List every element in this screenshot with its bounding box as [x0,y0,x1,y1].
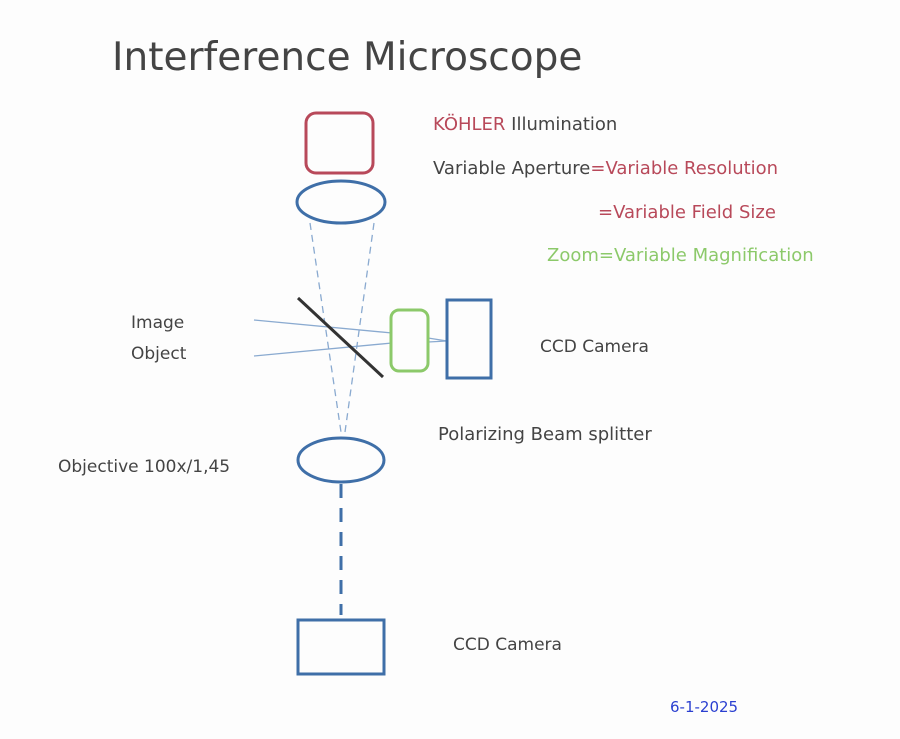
beam-splitter [296,296,385,379]
aperture-text: Variable Aperture [433,158,590,179]
resolution-text: =Variable Resolution [590,158,778,179]
illumination-text: Illumination [505,114,617,135]
image-ray [253,319,393,334]
bottom-ccd-camera-box [296,618,386,676]
kohler-text: KÖHLER [433,113,505,135]
side-ccd-camera-label: CCD Camera [540,337,649,357]
page-title: Interference Microscope [112,35,582,80]
zoom-label: Zoom=Variable Magnification [547,245,814,266]
condenser-lens [295,179,387,225]
zoom-lens-box [389,308,430,373]
objective-lens [296,436,386,484]
kohler-illumination-label: KÖHLER Illumination [433,113,617,135]
objective-label: Objective 100x/1,45 [58,457,230,477]
object-ray [253,342,393,357]
variable-aperture-label: Variable Aperture=Variable Resolution [433,158,778,179]
zoom-text: Zoom [547,245,599,266]
beam-splitter-label: Polarizing Beam splitter [438,424,652,445]
object-label: Object [131,344,187,364]
light-cone-right [344,222,375,433]
zoom-to-camera-ray-2 [427,340,448,343]
light-source-box [304,111,375,175]
date-label: 6-1-2025 [670,698,738,716]
side-ccd-camera-box [445,298,493,380]
bottom-ccd-camera-label: CCD Camera [453,635,562,655]
zoom-to-camera-ray [427,337,448,342]
image-label: Image [131,313,184,333]
magnification-text: =Variable Magnification [599,245,814,266]
field-size-label: =Variable Field Size [598,202,776,223]
